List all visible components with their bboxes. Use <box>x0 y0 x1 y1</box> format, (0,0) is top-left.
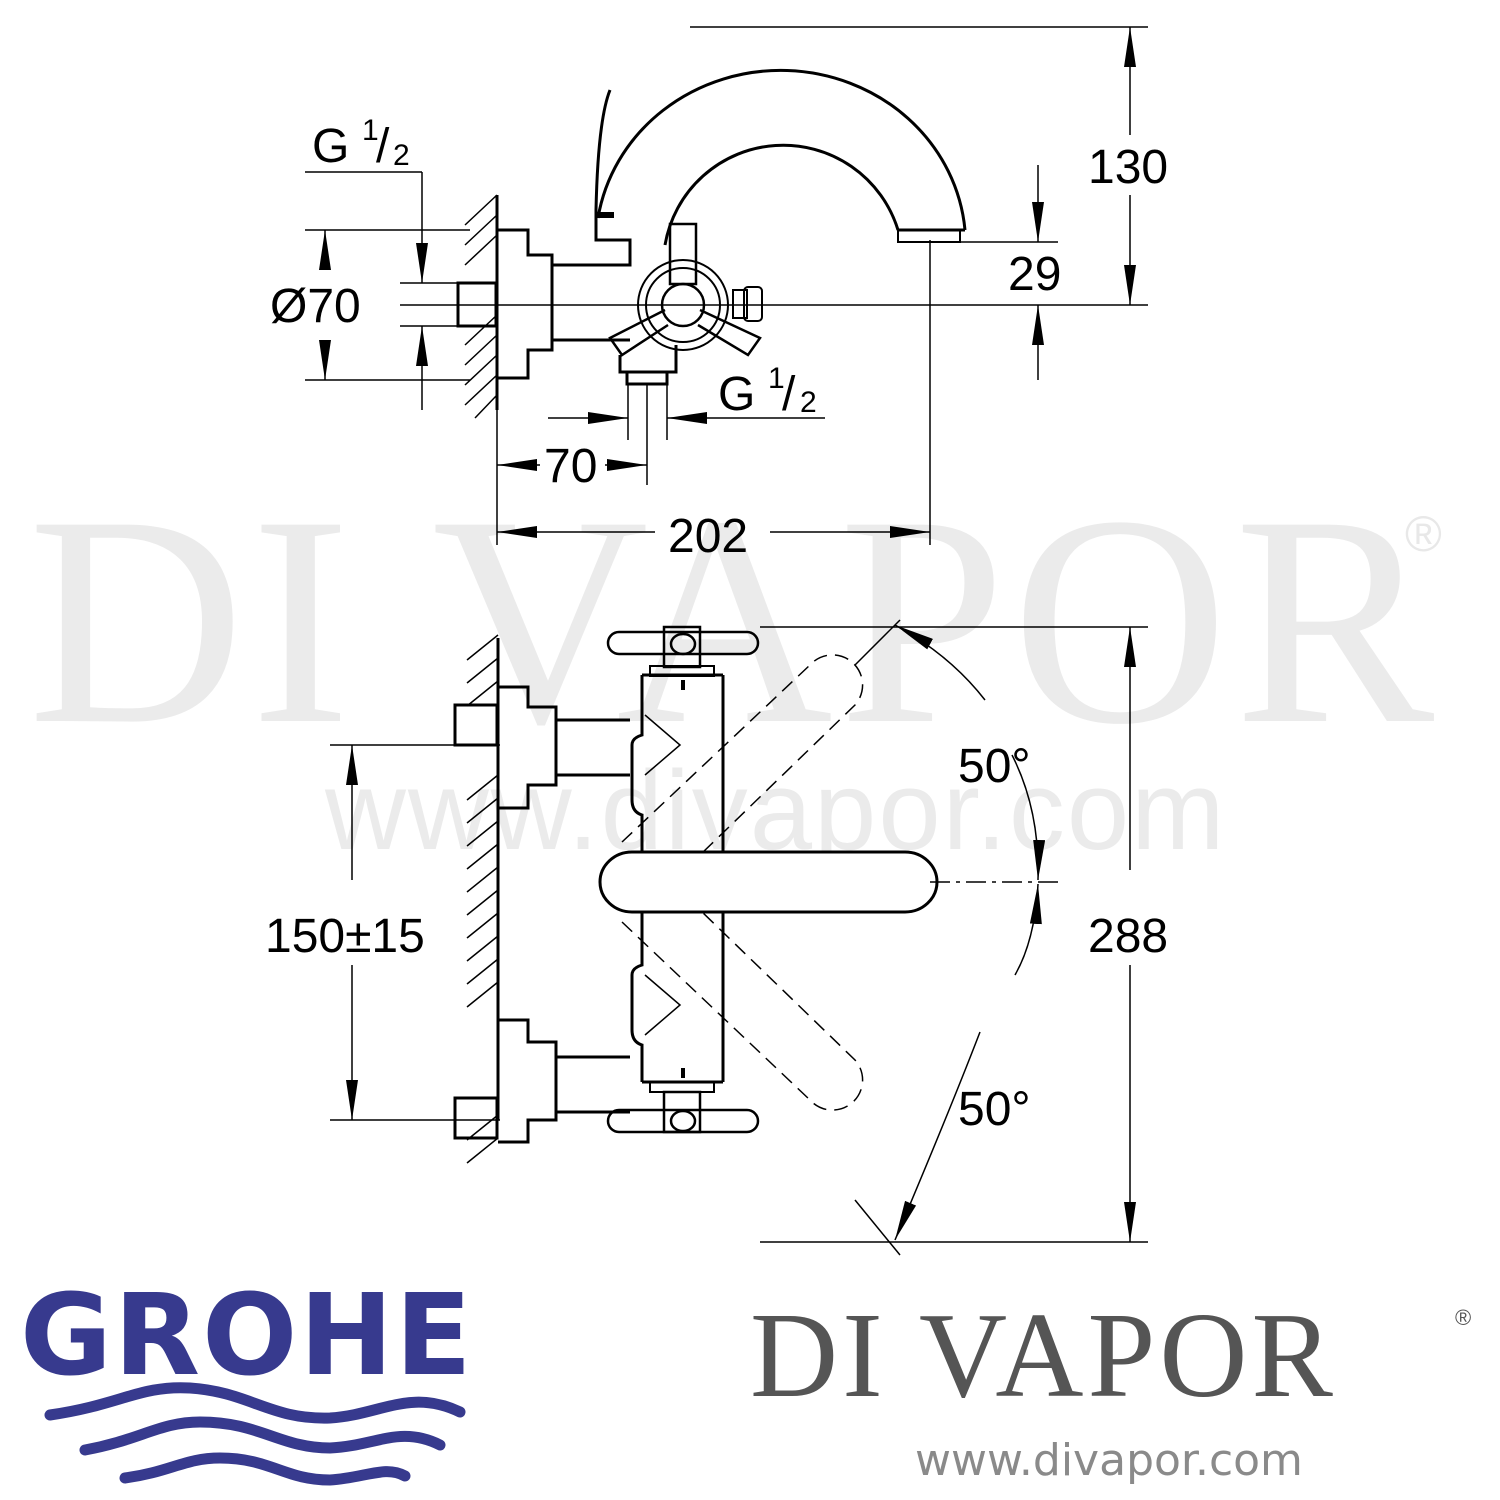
wall-hatching <box>464 194 498 419</box>
wall-hatching-front <box>466 634 499 1164</box>
divapor-wordmark: DI VAPOR <box>750 1288 1337 1423</box>
grohe-logo: GROHE <box>20 1271 500 1486</box>
svg-text:/: / <box>376 120 390 173</box>
divapor-url: www.divapor.com <box>915 1435 1303 1486</box>
grohe-waves-icon <box>44 1382 466 1486</box>
inlet-thread-label-sup: 1 <box>362 114 379 147</box>
divapor-logo: DI VAPOR ® www.divapor.com <box>750 1288 1471 1487</box>
outlet-thread-label-main: G <box>718 368 755 421</box>
inlet-thread-label-main: G <box>312 120 349 173</box>
spout-height-label: 130 <box>1088 141 1168 194</box>
divapor-registered-mark: ® <box>1455 1305 1472 1330</box>
lever-angle-down-label: 50° <box>958 1083 1031 1136</box>
front-view <box>330 619 1148 1256</box>
lever-angle-up-label: 50° <box>958 740 1031 793</box>
grohe-wordmark: GROHE <box>20 1271 474 1401</box>
outlet-thread-label-sub: 2 <box>800 386 817 419</box>
escutcheon-diameter-label: Ø70 <box>270 280 361 333</box>
total-height-label: 288 <box>1088 910 1168 963</box>
inlet-thread-label-sub: 2 <box>393 139 410 172</box>
inlet-centres-label: 150±15 <box>265 910 425 963</box>
wall-to-outlet-label: 70 <box>544 440 597 493</box>
watermark-registered-mark: ® <box>1405 506 1442 562</box>
wall-to-spout-label: 202 <box>668 510 748 563</box>
spout-outlet-height-label: 29 <box>1008 248 1061 301</box>
side-view <box>305 26 1148 545</box>
svg-text:/: / <box>782 368 796 421</box>
outlet-thread-label-sup: 1 <box>768 362 785 395</box>
